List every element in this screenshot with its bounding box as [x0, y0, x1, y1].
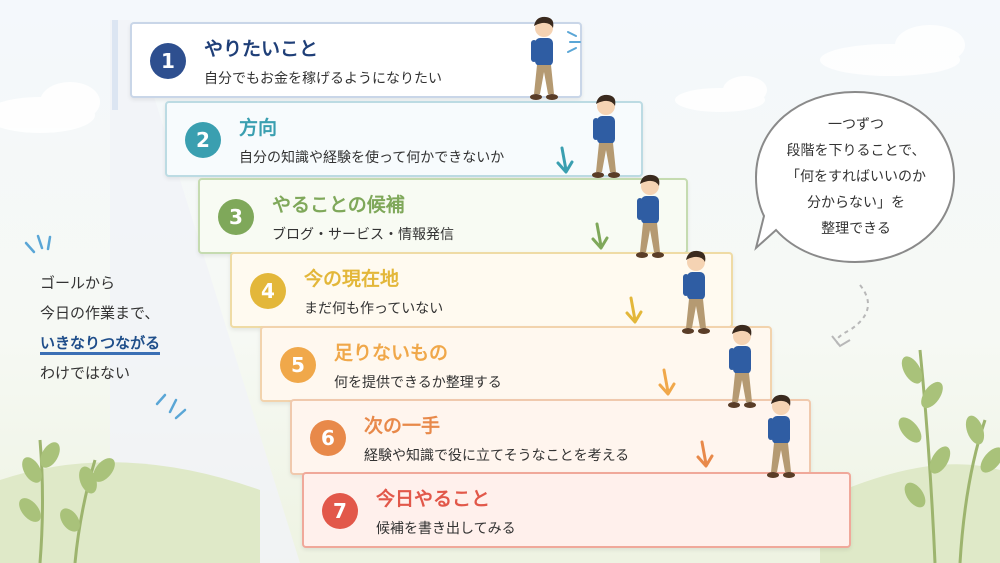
step-number-badge: 3 [218, 199, 254, 235]
step-description: 経験や知識で役に立てそうなことを考える [364, 448, 630, 464]
down-arrow-icon [696, 440, 714, 468]
bubble-line: 段階を下りることで、 [786, 143, 926, 159]
sparkle-icon [567, 31, 581, 53]
step-number-badge: 5 [280, 347, 316, 383]
down-arrow-icon [591, 222, 609, 250]
step-description: 何を提供できるか整理する [334, 375, 502, 391]
step-title: やることの候補 [272, 194, 405, 216]
step-title: 次の一手 [364, 415, 441, 437]
left-note-highlight: いきなりつながる [40, 334, 161, 355]
step-number-badge: 2 [185, 122, 221, 158]
step-description: まだ何も作っていない [304, 301, 444, 317]
left-note-line: 今日の作業まで、 [40, 304, 160, 322]
person-walking-icon [636, 174, 664, 258]
step-title: 方向 [239, 117, 278, 139]
step-number-badge: 7 [322, 493, 358, 529]
cloud-icon [0, 25, 965, 133]
step-1: 1 やりたいこと自分でもお金を稼げるようになりたい [130, 22, 582, 98]
leaf-right-icon [898, 356, 1000, 508]
left-note-line: ゴールから [40, 274, 116, 292]
bubble-text: 一つずつ 段階を下りることで、 「何をすればいいのか 分からない」を 整理できる [762, 112, 950, 242]
bubble-line: 「何をすればいいのか [786, 169, 926, 185]
person-walking-icon [682, 250, 710, 334]
step-number-badge: 1 [150, 43, 186, 79]
step-3: 3 やることの候補ブログ・サービス・情報発信 [198, 178, 688, 254]
hill-right [820, 464, 1000, 563]
speech-bubble [754, 90, 956, 264]
hill-left [0, 462, 260, 563]
down-arrow-icon [625, 296, 643, 324]
step-title: 今日やること [376, 488, 491, 510]
step-description: 候補を書き出してみる [376, 521, 516, 537]
person-walking-icon [592, 94, 620, 178]
curve-arrow-icon [835, 284, 869, 346]
left-note-line: わけではない [40, 364, 131, 382]
step-number-badge: 4 [250, 273, 286, 309]
bubble-line: 分からない」を [807, 195, 905, 211]
step-2: 2 方向自分の知識や経験を使って何かできないか [165, 101, 643, 177]
person-walking-icon [530, 16, 558, 100]
light-beam [110, 20, 300, 563]
step-description: 自分の知識や経験を使って何かできないか [239, 150, 505, 166]
person-walking-icon [728, 324, 756, 408]
step-title: 今の現在地 [304, 268, 400, 290]
down-arrow-icon [658, 368, 676, 396]
person-walking-icon [767, 394, 795, 478]
step-title: やりたいこと [204, 38, 319, 60]
step-title: 足りないもの [334, 342, 449, 364]
curve-arrow-head-icon [831, 335, 851, 348]
step-7: 7 今日やること候補を書き出してみる [302, 472, 851, 548]
plant-left-icon [38, 439, 97, 563]
step-description: ブログ・サービス・情報発信 [272, 227, 454, 243]
down-arrow-icon [556, 146, 574, 174]
bubble-line: 一つずつ [828, 117, 884, 133]
bubble-line: 整理できる [821, 221, 891, 237]
sparkle-icon [24, 234, 187, 420]
left-note: ゴールから 今日の作業まで、 いきなりつながる わけではない [40, 268, 161, 388]
leaf-left-icon [19, 442, 115, 532]
stair-edge [112, 20, 118, 110]
step-description: 自分でもお金を稼げるようになりたい [204, 71, 442, 87]
step-number-badge: 6 [310, 420, 346, 456]
